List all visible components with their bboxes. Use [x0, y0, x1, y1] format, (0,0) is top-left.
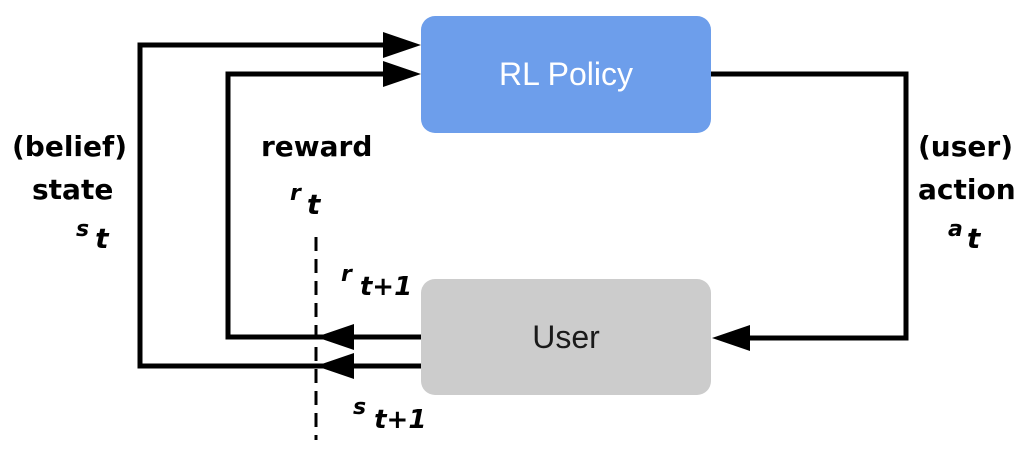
reward-symbol-base: r: [290, 181, 301, 206]
reward-next-sub: t+1: [359, 272, 413, 302]
state-arrowhead: [383, 32, 421, 58]
reward-next-base: r: [341, 262, 352, 287]
rl-policy-box: RL Policy: [421, 16, 711, 133]
action-arrow-line: [711, 71, 909, 341]
state-symbol-base: s: [76, 217, 90, 242]
rl-policy-label: RL Policy: [499, 56, 633, 92]
state-label: state: [32, 173, 114, 206]
reward-next-symbol: r t+1: [341, 258, 412, 301]
user-paren-label: (user): [918, 130, 1013, 163]
state-next-symbol: s t+1: [353, 391, 426, 434]
belief-label: (belief): [12, 130, 127, 163]
reward-next-arrowhead: [316, 324, 354, 350]
reward-label: reward: [261, 130, 373, 163]
reward-arrowhead: [383, 61, 421, 87]
state-next-base: s: [353, 395, 367, 420]
action-arrowhead: [712, 325, 750, 351]
user-box: User: [421, 279, 711, 395]
reward-symbol-sub: t: [306, 188, 321, 221]
state-next-arrowhead: [316, 353, 354, 379]
user-label: User: [532, 318, 600, 355]
action-symbol-sub: t: [966, 222, 981, 255]
action-label: action: [918, 173, 1016, 206]
state-arrow-line: [137, 42, 421, 369]
state-symbol-sub: t: [95, 222, 109, 255]
state-next-sub: t+1: [374, 405, 427, 435]
action-symbol-base: a: [948, 217, 963, 242]
